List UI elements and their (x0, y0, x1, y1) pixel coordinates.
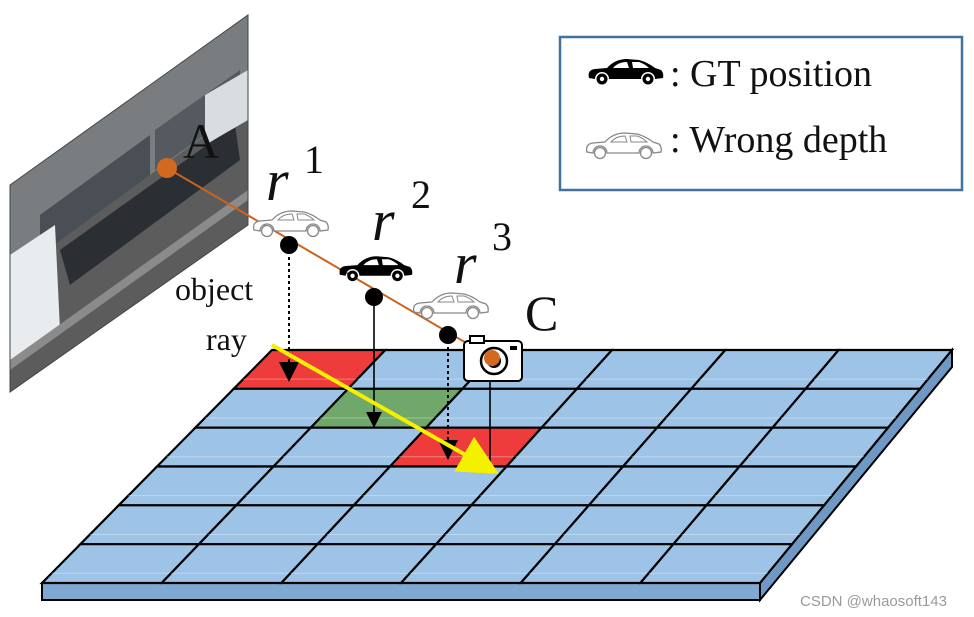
label-r3: r (454, 231, 477, 296)
label-r2-sup: 2 (411, 172, 431, 217)
camera-ray (166, 167, 493, 359)
object-ray-arrow (271, 343, 499, 474)
label-r1: r (266, 148, 289, 213)
label-object-ray-line1: object (175, 271, 253, 307)
car-outline-icon (412, 292, 489, 320)
legend-gt-label: : GT position (670, 53, 872, 95)
point-c-marker (484, 350, 500, 366)
label-object-ray-line2: ray (206, 321, 247, 357)
car-outline-icon (252, 210, 329, 238)
grid-cell (637, 543, 795, 585)
bev-grid (39, 347, 955, 603)
label-r3-sup: 3 (492, 214, 512, 259)
point-a-marker (157, 158, 177, 178)
label-a: A (183, 113, 219, 169)
ray-point-r1 (280, 236, 298, 254)
car-solid-icon (339, 256, 413, 282)
label-r1-sup: 1 (304, 137, 324, 182)
legend: : GT position : Wrong depth (558, 35, 964, 192)
ray-point-r3 (439, 326, 457, 344)
street-photo (9, 14, 249, 393)
ray-point-r2 (365, 288, 383, 306)
label-c: C (525, 285, 558, 341)
label-r2: r (372, 188, 395, 253)
legend-wrong-label: : Wrong depth (670, 119, 887, 161)
grid-front-face (41, 582, 761, 601)
watermark: CSDN @whaosoft143 (800, 593, 947, 610)
